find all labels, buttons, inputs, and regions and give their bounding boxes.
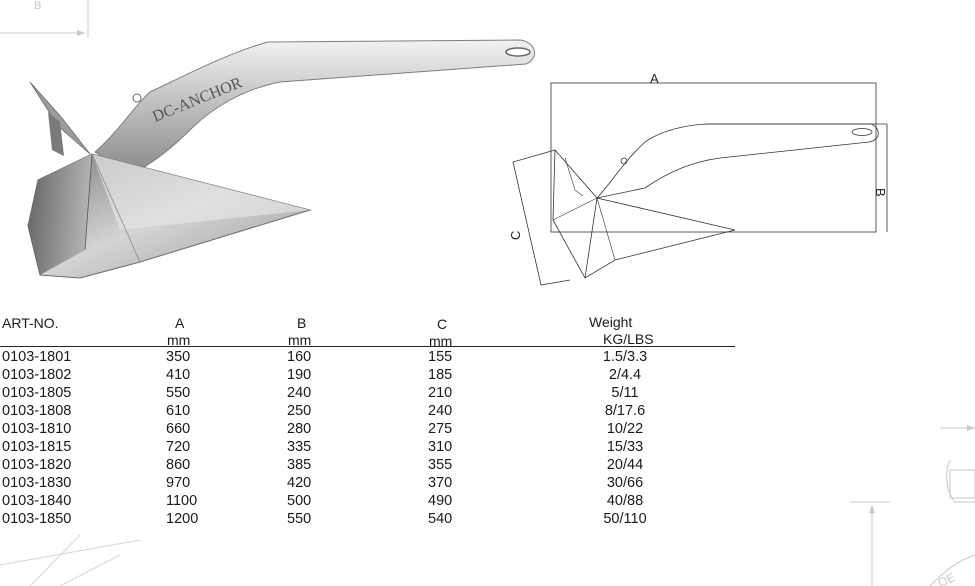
cell-b: 240 [287,385,312,401]
cell-b: 335 [287,439,312,455]
cell-a: 1200 [166,511,199,527]
cell-a: 1100 [166,493,198,509]
anchor-photo: DC-ANCHOR [27,39,535,279]
table-row: 0103-1830 970 420 370 30/66 [0,475,740,493]
cell-c: 355 [428,457,453,473]
cell-b: 190 [287,367,312,383]
cell-b: 160 [287,349,312,365]
cell-art-no: 0103-1801 [2,349,72,365]
cell-weight: 8/17.6 [604,403,646,419]
table-row: 0103-1820 860 385 355 20/44 [0,457,740,475]
dimension-label-c: C [508,231,523,240]
dimension-box-a [550,82,877,233]
cell-b: 250 [287,403,312,419]
cell-a: 970 [166,475,191,491]
cell-weight: 40/88 [606,493,644,509]
cell-a: 660 [166,421,191,437]
table-row: 0103-1840 1100 500 490 40/88 [0,493,740,511]
outline-slot-icon [851,128,873,136]
shank-hole-icon [132,93,142,103]
cell-a: 720 [166,439,191,455]
header-a: A [175,315,185,331]
cell-weight: 15/33 [606,439,644,455]
cell-c: 275 [428,421,453,437]
decor-letters-oe: OE [936,570,958,586]
decor-top-left-sketch: B [0,0,89,38]
cell-b: 385 [287,457,312,473]
cell-weight: 5/11 [611,385,639,401]
cell-c: 540 [428,511,453,527]
header-b: B [297,315,307,331]
anchor-shank [94,39,535,176]
table-row: 0103-1808 610 250 240 8/17.6 [0,403,740,421]
table-row: 0103-1805 550 240 210 5/11 [0,385,740,403]
cell-art-no: 0103-1820 [2,457,72,473]
outline-hole-icon [620,157,628,165]
table-row: 0103-1815 720 335 310 15/33 [0,439,740,457]
cell-art-no: 0103-1815 [2,439,72,455]
dimension-label-b: B [873,188,888,197]
cell-a: 410 [166,367,191,383]
cell-c: 210 [428,385,453,401]
cell-a: 550 [166,385,191,401]
unit-c: mm [429,333,453,349]
unit-b: mm [288,332,312,348]
header-weight: Weight [589,314,633,330]
header-rule [0,346,735,347]
cell-a: 350 [166,349,191,365]
anchor-outline [595,123,879,199]
cell-a: 860 [166,457,191,473]
cell-c: 240 [428,403,453,419]
dimension-label-a: A [650,71,659,86]
unit-weight: KG/LBS [603,331,654,347]
cell-art-no: 0103-1808 [2,403,72,419]
anchor-fin [29,81,91,155]
cell-art-no: 0103-1810 [2,421,72,437]
header-c: C [437,316,448,332]
cell-b: 280 [287,421,312,437]
cell-c: 155 [428,349,453,365]
cell-weight: 20/44 [606,457,644,473]
cell-weight: 30/66 [606,475,644,491]
cell-c: 185 [428,367,453,383]
decor-letter-b: B [34,0,41,12]
cell-weight: 50/110 [603,511,647,527]
table-row: 0103-1802 410 190 185 2/4.4 [0,367,740,385]
decor-bottom-left-sketch [0,534,141,586]
cell-art-no: 0103-1850 [2,511,72,527]
table-row: 0103-1810 660 280 275 10/22 [0,421,740,439]
unit-a: mm [167,332,191,348]
table-row: 0103-1850 1200 550 540 50/110 [0,511,740,529]
table-row: 0103-1801 350 160 155 1.5/3.3 [0,349,740,367]
cell-art-no: 0103-1802 [2,367,72,383]
cell-art-no: 0103-1830 [2,475,72,491]
cell-art-no: 0103-1805 [2,385,72,401]
cell-b: 420 [287,475,312,491]
cell-weight: 1.5/3.3 [602,349,648,365]
decor-bottom-right-sketch: OE [850,425,975,586]
cell-c: 310 [428,439,453,455]
cell-weight: 2/4.4 [608,367,642,383]
cell-b: 500 [287,493,312,509]
cell-c: 490 [428,493,453,509]
dimension-diagram: A B C [508,71,888,286]
cell-a: 610 [166,403,191,419]
cell-b: 550 [287,511,312,527]
cell-c: 370 [428,475,453,491]
cell-weight: 10/22 [606,421,644,437]
header-art-no: ART-NO. [2,315,59,331]
cell-art-no: 0103-1840 [2,493,72,509]
shank-slot-icon [505,47,531,57]
